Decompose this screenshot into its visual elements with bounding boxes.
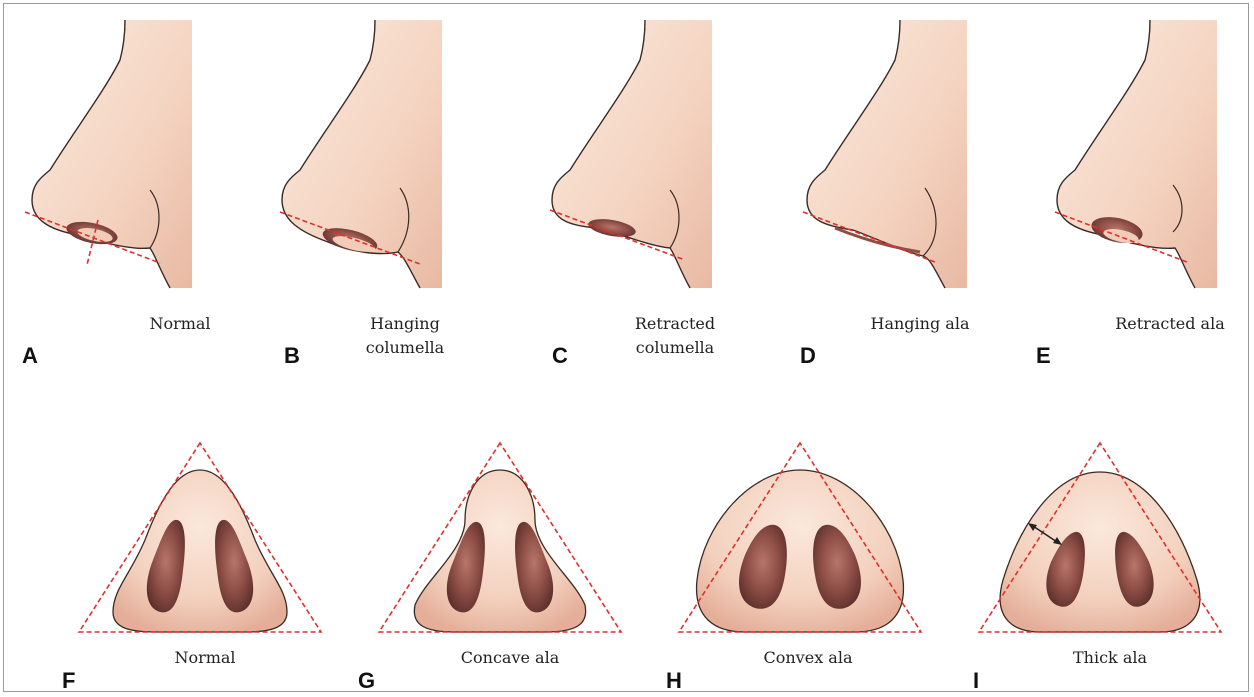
panel-letter-f: F <box>62 668 75 694</box>
caption-f: Normal <box>145 646 265 670</box>
basal-nose-normal <box>75 440 325 635</box>
panel-letter-h: H <box>666 668 682 694</box>
basal-nose-thick-ala <box>975 440 1225 635</box>
caption-d: Hanging ala <box>850 312 990 336</box>
panel-letter-g: G <box>358 668 375 694</box>
basal-nose-convex-ala <box>675 440 925 635</box>
panel-letter-e: E <box>1036 343 1051 369</box>
panel-letter-a: A <box>22 343 38 369</box>
profile-nose-retracted-ala <box>1045 20 1225 295</box>
profile-nose-retracted-columella <box>540 20 720 295</box>
caption-g: Concave ala <box>440 646 580 670</box>
panel-letter-i: I <box>973 668 979 694</box>
panel-letter-b: B <box>284 343 300 369</box>
caption-a: Normal <box>120 312 240 336</box>
profile-nose-normal <box>20 20 200 295</box>
panel-letter-c: C <box>552 343 568 369</box>
profile-nose-hanging-ala <box>795 20 975 295</box>
caption-i: Thick ala <box>1040 646 1180 670</box>
profile-nose-hanging-columella <box>270 20 450 295</box>
panel-letter-d: D <box>800 343 816 369</box>
caption-h: Convex ala <box>738 646 878 670</box>
basal-nose-concave-ala <box>375 440 625 635</box>
caption-e: Retracted ala <box>1100 312 1240 336</box>
